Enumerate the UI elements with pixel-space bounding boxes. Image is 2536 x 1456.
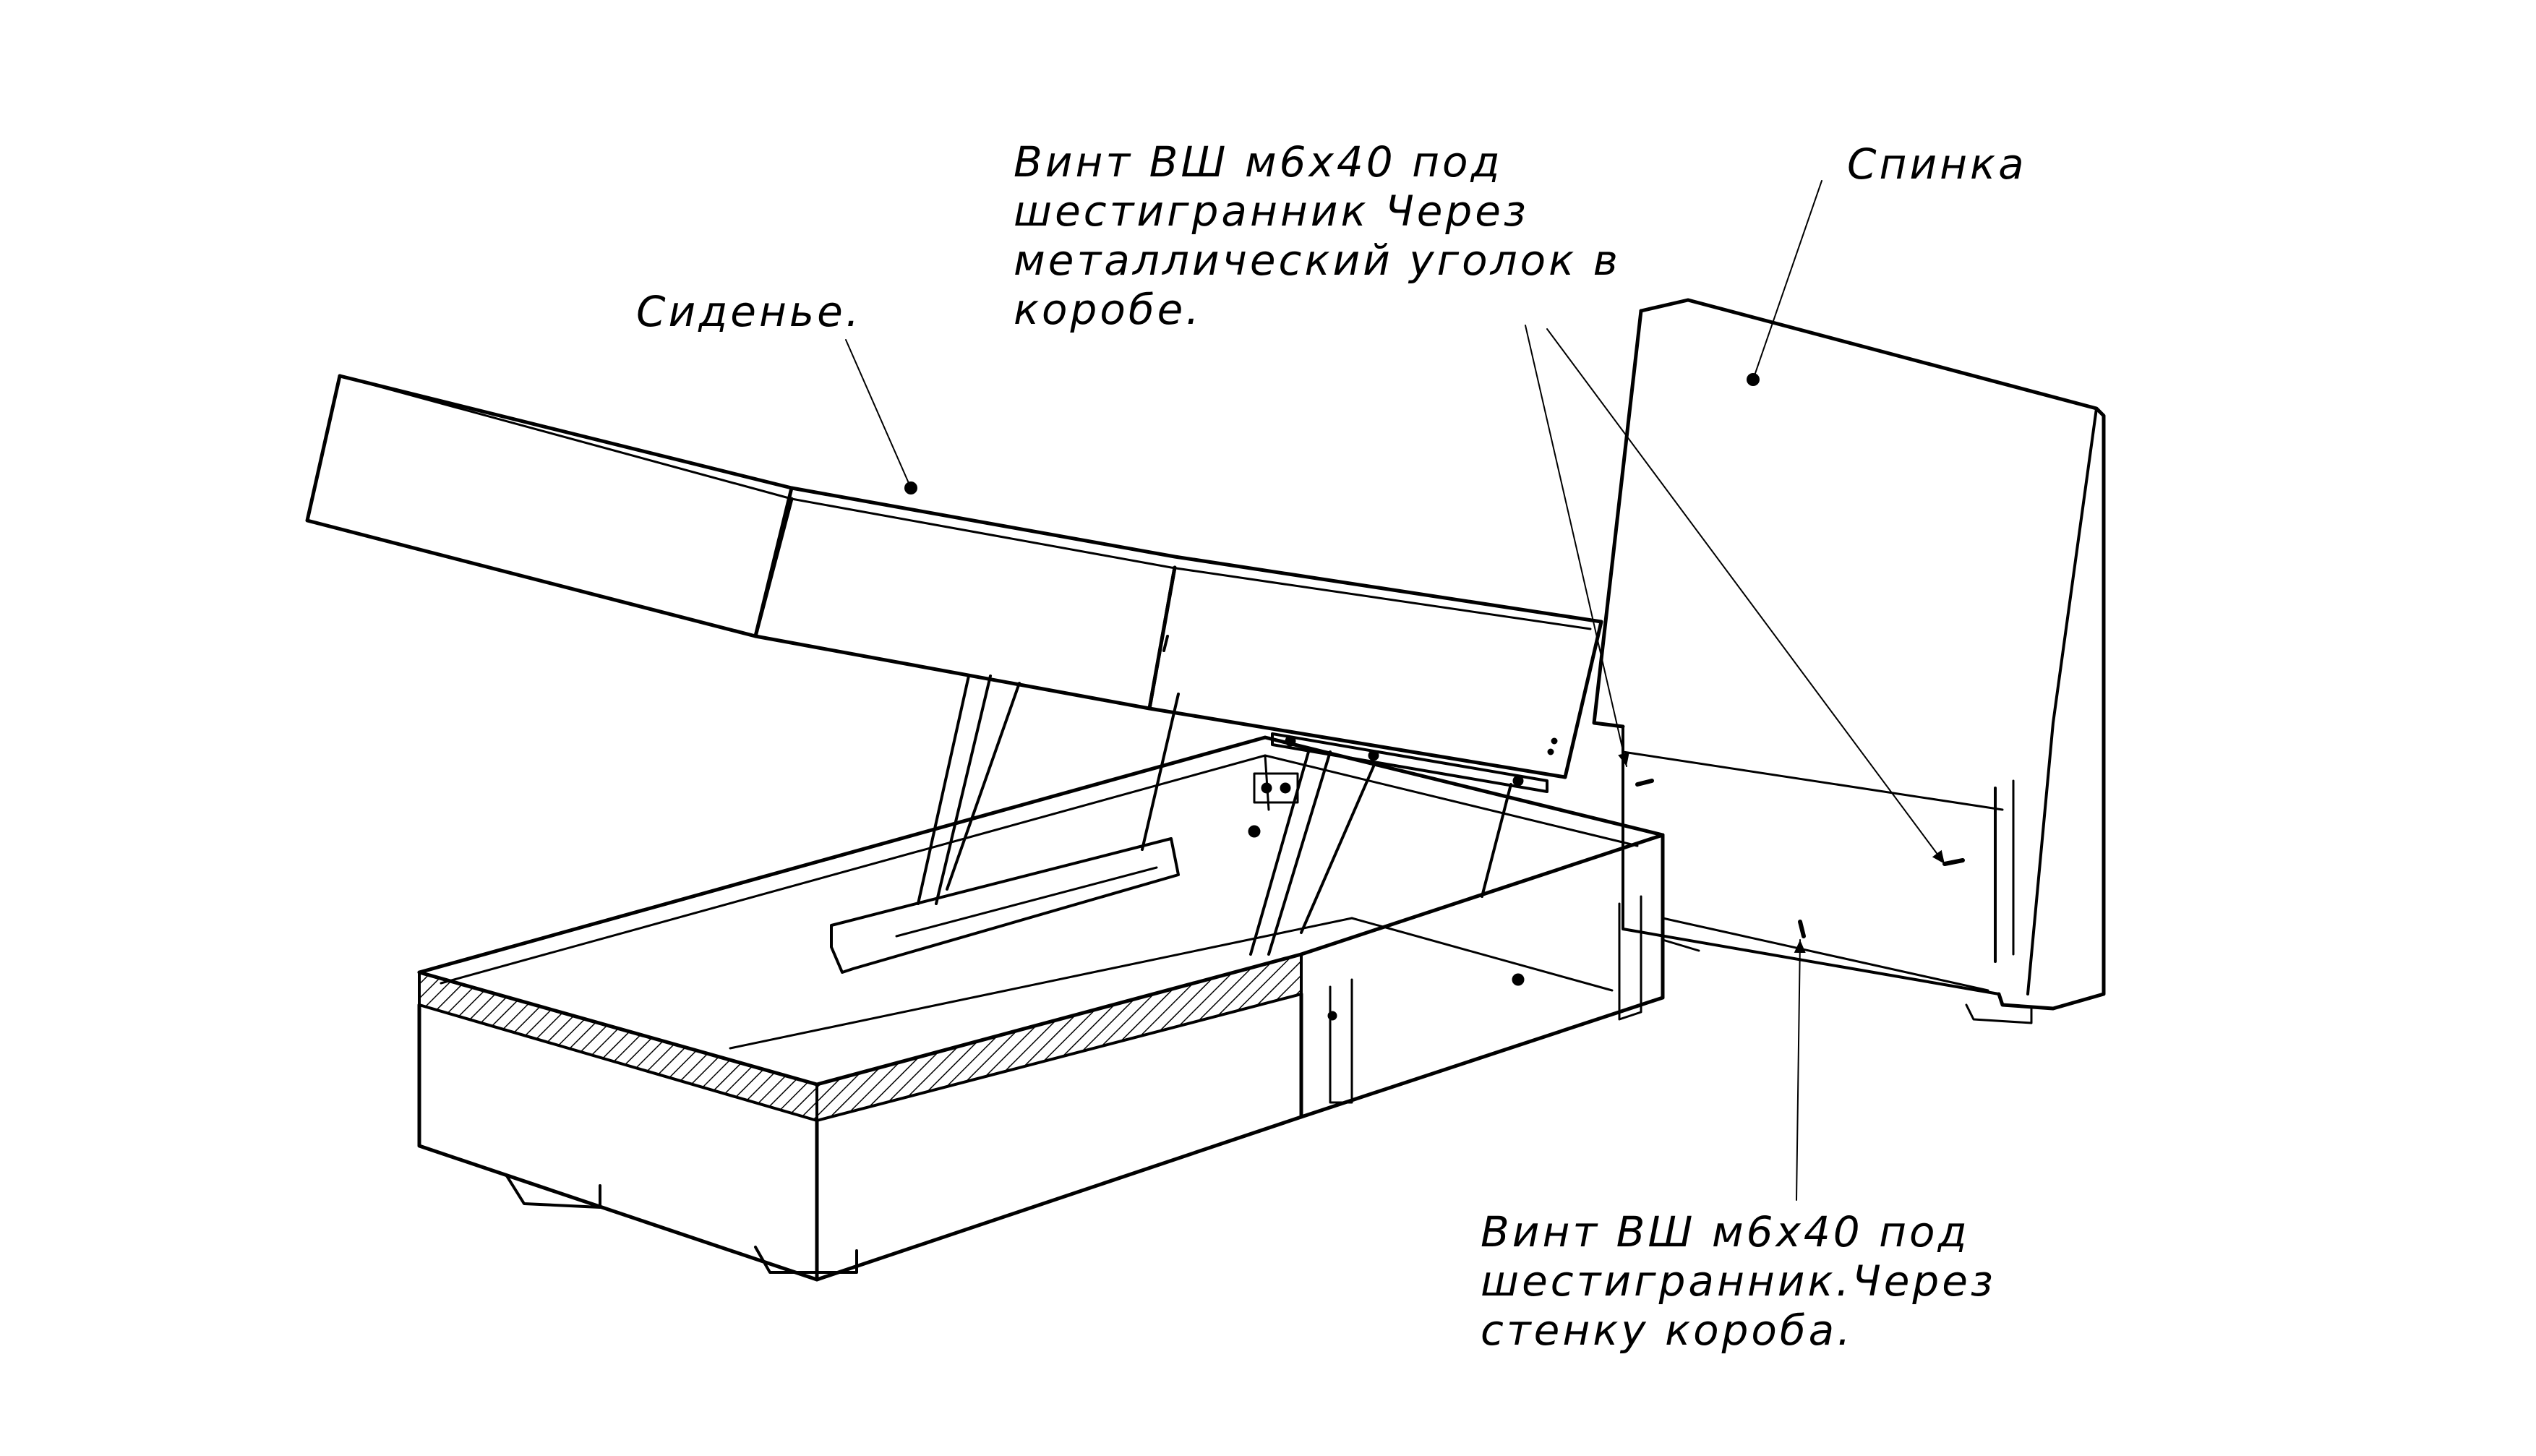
back-label: Спинка xyxy=(1847,140,2027,189)
seat-label: Сиденье. xyxy=(636,287,862,336)
wall-screw-note: Винт ВШ м6х40 под шестигранник.Через сте… xyxy=(1481,1207,1996,1355)
base-box xyxy=(417,735,1665,1282)
corner-screw-note-line: коробе. xyxy=(1014,285,1202,334)
back-rest xyxy=(1592,298,2106,1024)
leader-lines xyxy=(845,180,1945,1201)
corner-screw-note-line: металлический уголок в xyxy=(1014,236,1621,285)
lift-mechanism xyxy=(830,675,1548,974)
corner-screw-note-line: шестигранник Через xyxy=(1014,187,1529,236)
wall-screw-note-line: Винт ВШ м6х40 под xyxy=(1481,1207,1970,1256)
corner-screw-note-line: Винт ВШ м6х40 под xyxy=(1014,137,1503,187)
wall-screw-note-line: стенку короба. xyxy=(1481,1306,1854,1355)
wall-screw-note-line: шестигранник.Через xyxy=(1481,1256,1996,1306)
corner-screw-note: Винт ВШ м6х40 под шестигранник Через мет… xyxy=(1014,137,1621,334)
seat-cushion xyxy=(305,374,1603,779)
